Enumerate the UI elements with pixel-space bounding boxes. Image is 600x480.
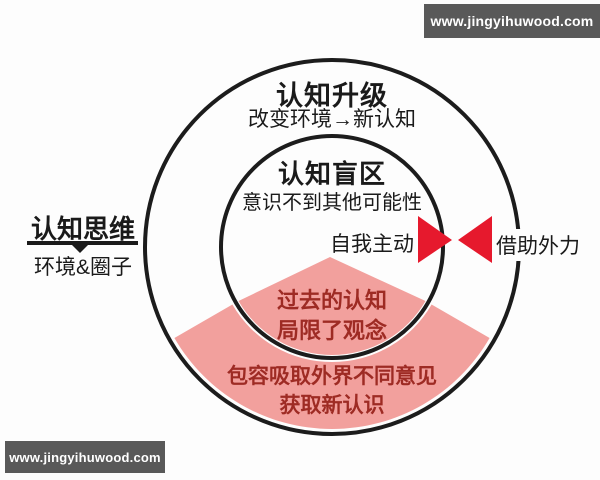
caret-down-icon	[72, 245, 88, 253]
outer-ring-title: 认知升级	[276, 81, 388, 111]
inner-circle-title: 认知盲区	[277, 159, 386, 189]
self-initiative-label: 自我主动	[330, 233, 414, 256]
absorb-opinions-text: 包容吸取外界不同意见 获取新认识	[132, 362, 532, 420]
absorb-opinions-band	[174, 304, 490, 429]
inner-circle-subtitle: 意识不到其他可能性	[242, 192, 422, 214]
outer-ring-subtitle: 改变环境→新认知	[248, 108, 416, 131]
past-cognition-line1: 过去的认知	[276, 288, 387, 313]
past-cognition-wedge	[238, 257, 426, 355]
watermark-url-bottom: www.jingyihuwood.com	[9, 449, 161, 465]
side-label-title: 认知思维	[30, 214, 135, 244]
arrow-right-icon	[418, 216, 452, 263]
inner-circle	[219, 134, 445, 360]
external-force-label: 借助外力	[494, 229, 582, 261]
watermark-bar-top: www.jingyihuwood.com	[424, 4, 600, 38]
past-cognition-text: 过去的认知 局限了观念	[182, 286, 482, 346]
watermark-bar-bottom: www.jingyihuwood.com	[5, 441, 165, 473]
arrow-left-icon	[458, 216, 492, 263]
side-label-subtitle: 环境&圈子	[33, 256, 132, 279]
side-label-divider	[27, 241, 138, 245]
watermark-url-top: www.jingyihuwood.com	[430, 13, 594, 29]
past-cognition-line2: 局限了观念	[276, 318, 387, 343]
absorb-opinions-line1: 包容吸取外界不同意见	[227, 365, 437, 388]
absorb-opinions-line2: 获取新认识	[279, 394, 385, 417]
